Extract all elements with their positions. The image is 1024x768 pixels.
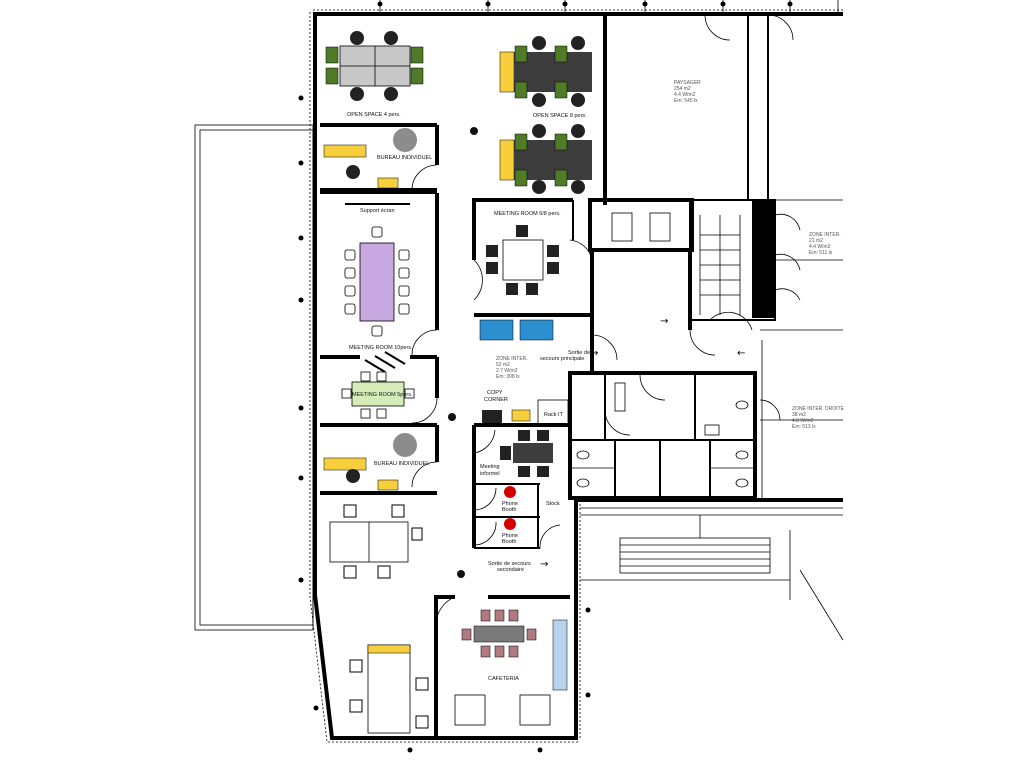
meeting-6-8-table: [479, 225, 559, 341]
zone-inter-top-lux: Em: 511 lx: [809, 250, 833, 256]
label-copy: COPY: [487, 390, 503, 396]
label-meeting-informel-2: informel: [480, 471, 500, 477]
zone-inter-droite-lux: Em: 513 lx: [792, 424, 816, 430]
label-exit-secondary-1: Sortie de secours: [488, 561, 531, 567]
label-phone-booth-a: Phone: [502, 501, 518, 507]
zone-inter-center-power: 2.7 W/m2: [496, 368, 518, 374]
label-exit-main-1: Sortie de: [568, 350, 590, 356]
exit-arrows: → ← → →: [540, 316, 745, 570]
open-space-4-desks: [325, 31, 424, 101]
zone-inter-droite-name: ZONE INTER. DROITE: [792, 406, 845, 412]
zone-paysager-area: 254 m2: [674, 86, 691, 92]
doors: [411, 14, 801, 626]
label-rack-it: Rack IT: [544, 412, 564, 418]
cafeteria-furniture: [454, 609, 568, 726]
label-corner: CORNER: [484, 397, 508, 403]
arrow-right-icon: →: [660, 316, 668, 327]
zone-inter-center-lux: Em: 308 lx: [496, 374, 520, 380]
label-bureau-1: BUREAU INDIVIDUEL: [377, 155, 432, 161]
arrow-right-icon: →: [540, 559, 548, 570]
meeting-10-table: [344, 203, 410, 337]
label-exit-secondary-2: secondaire: [497, 567, 524, 573]
label-meeting-10: MEETING ROOM 10pers.: [349, 345, 413, 351]
open-space-8-desks: [499, 36, 592, 194]
copy-informel-furniture: [482, 409, 553, 530]
label-open-space-4: OPEN SPACE 4 pers.: [347, 112, 401, 118]
zone-labels: PAYSAGER 254 m2 4.4 W/m2 Em: 545 lx ZONE…: [496, 80, 845, 430]
bureau-furniture: [323, 128, 417, 491]
zone-inter-center-name: ZONE INTER.: [496, 356, 528, 362]
label-phone-booth-a2: Booth: [502, 507, 516, 513]
label-open-space-8: OPEN SPACE 8 pers.: [533, 113, 587, 119]
label-phone-booth-b: Phone: [502, 533, 518, 539]
meeting-5-table: [341, 351, 415, 419]
label-exit-main-2: secours principale: [540, 356, 584, 362]
zone-paysager-name: PAYSAGER: [674, 80, 701, 86]
zone-inter-top-area: 21 m2: [809, 238, 823, 244]
zone-paysager-power: 4.4 W/m2: [674, 92, 696, 98]
arrow-left-icon: ←: [737, 348, 745, 359]
zone-inter-center-area: 52 m2: [496, 362, 510, 368]
label-meeting-5: MEETING ROOM 5pers.: [352, 392, 413, 398]
exterior-walls: [298, 0, 843, 753]
zone-paysager-lux: Em: 545 lx: [674, 98, 698, 104]
zone-inter-top-name: ZONE INTER.: [809, 232, 841, 238]
zone-inter-droite-area: 38 m2: [792, 412, 806, 418]
balcony-frame: [194, 124, 314, 631]
label-bureau-2: BUREAU INDIVIDUEL: [374, 461, 429, 467]
label-meeting-6-8: MEETING ROOM 6/8 pers.: [494, 211, 561, 217]
lower-left-desks: [329, 504, 429, 734]
toilets: [576, 212, 749, 488]
label-phone-booth-b2: Booth: [502, 539, 516, 545]
arrow-right-icon: →: [590, 348, 598, 359]
zone-inter-droite-power: 4.8 W/m2: [792, 418, 814, 424]
fire-extinguisher-icon: [448, 127, 478, 578]
label-support-ecran: Support écran: [360, 208, 395, 214]
room-labels: OPEN SPACE 4 pers. OPEN SPACE 8 pers. BU…: [347, 112, 590, 682]
label-cafeteria: CAFETERIA: [488, 676, 519, 682]
label-meeting-informel-1: Meeting: [480, 464, 500, 470]
zone-inter-top-power: 4.4 W/m2: [809, 244, 831, 250]
label-stock: Stock: [546, 501, 560, 507]
